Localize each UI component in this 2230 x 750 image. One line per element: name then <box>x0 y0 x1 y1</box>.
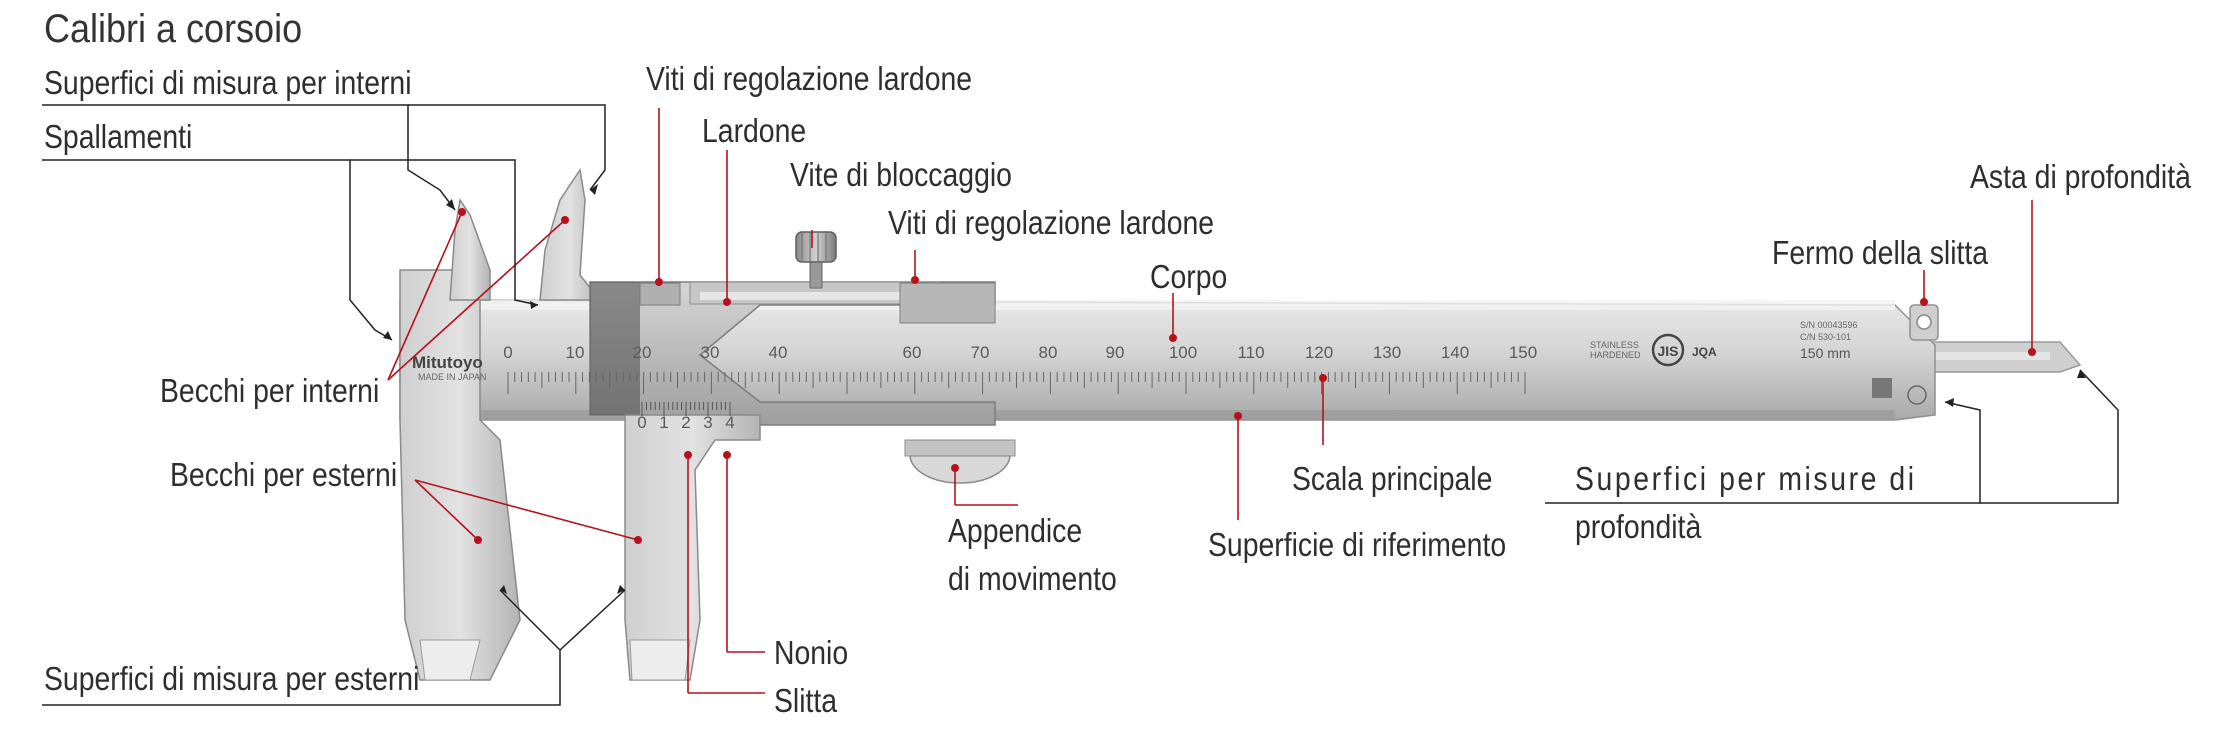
label-vite-bloccaggio: Vite di bloccaggio <box>790 156 1012 194</box>
depth-rod <box>1925 342 2080 372</box>
label-appendice-2: di movimento <box>948 560 1117 598</box>
vernier-number: 2 <box>681 413 690 432</box>
range-text: 150 mm <box>1800 345 1851 361</box>
label-appendice-1: Appendice <box>948 512 1082 550</box>
scale-number: 100 <box>1169 343 1197 362</box>
scale-number: 80 <box>1039 343 1058 362</box>
vernier-number: 1 <box>659 413 668 432</box>
label-becchi-interni: Becchi per interni <box>160 372 379 410</box>
gib-screw-housing-right <box>900 283 995 323</box>
label-corpo: Corpo <box>1150 258 1227 296</box>
label-lardone: Lardone <box>702 112 806 150</box>
vernier-number: 3 <box>703 413 712 432</box>
label-nonio: Nonio <box>774 634 848 672</box>
label-superfici-profondita-1: Superfici per misure di <box>1575 460 1917 498</box>
scale-number: 70 <box>971 343 990 362</box>
scale-number: 130 <box>1373 343 1401 362</box>
stainless-text: STAINLESS <box>1590 340 1639 350</box>
brand-text: Mitutoyo <box>412 353 483 372</box>
moving-jaw <box>625 415 760 680</box>
label-asta-profondita: Asta di profondità <box>1970 158 2191 196</box>
qr-code-icon <box>1872 378 1892 398</box>
fixed-inside-jaw <box>450 200 490 300</box>
label-superficie-riferimento: Superficie di riferimento <box>1208 526 1506 564</box>
thumb-roller <box>905 440 1015 483</box>
label-viti-lardone-2: Viti di regolazione lardone <box>888 204 1214 242</box>
locking-screw <box>796 232 836 288</box>
scale-number: 0 <box>503 343 512 362</box>
scale-number: 40 <box>769 343 788 362</box>
label-fermo-slitta: Fermo della slitta <box>1772 234 1988 272</box>
label-becchi-esterni: Becchi per esterni <box>170 456 397 494</box>
scale-number: 140 <box>1441 343 1469 362</box>
brand-logo: Mitutoyo MADE IN JAPAN <box>412 353 486 382</box>
scale-number: 150 <box>1509 343 1537 362</box>
label-spallamenti: Spallamenti <box>44 118 192 156</box>
gib-screw-housing-left <box>640 283 680 305</box>
scale-number: 90 <box>1106 343 1125 362</box>
jqa-text: JQA <box>1692 345 1717 359</box>
code-text: C/N 530-101 <box>1800 332 1851 342</box>
scale-number: 110 <box>1237 343 1264 362</box>
label-superfici-esterni: Superfici di misura per esterni <box>44 660 419 698</box>
label-viti-lardone-1: Viti di regolazione lardone <box>646 60 972 98</box>
label-superfici-interni: Superfici di misura per interni <box>44 64 412 102</box>
page-title: Calibri a corsoio <box>44 6 302 52</box>
vernier-number: 0 <box>637 413 646 432</box>
label-superfici-profondita-2: profondità <box>1575 508 1701 546</box>
scale-number: 30 <box>701 343 720 362</box>
vernier-number: 4 <box>725 413 734 432</box>
scale-number: 120 <box>1305 343 1333 362</box>
hardened-text: HARDENED <box>1590 350 1641 360</box>
scale-number: 10 <box>566 343 585 362</box>
scale-number: 60 <box>903 343 922 362</box>
label-scala-principale: Scala principale <box>1292 460 1492 498</box>
scale-number: 20 <box>633 343 652 362</box>
serial-text: S/N 00043596 <box>1800 320 1858 330</box>
jis-text: JIS <box>1657 343 1678 359</box>
label-slitta: Slitta <box>774 682 837 720</box>
slide-stop <box>1910 305 1938 340</box>
brand-subtext: MADE IN JAPAN <box>418 372 486 382</box>
